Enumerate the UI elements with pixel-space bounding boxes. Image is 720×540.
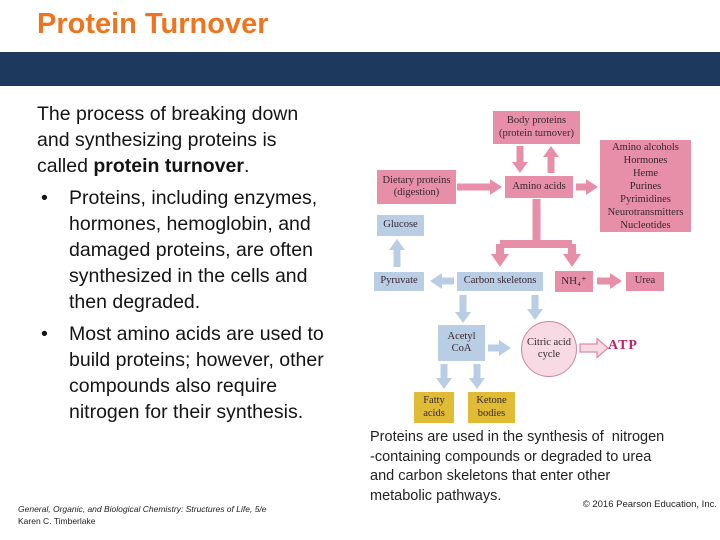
node-label: Nucleotides <box>620 219 671 231</box>
slide-footer: General, Organic, and Biological Chemist… <box>18 503 267 527</box>
arrow-pyruvate-to-glucose-icon <box>389 239 405 267</box>
intro-text-post: . <box>243 155 250 177</box>
node-atp: ATP <box>608 338 638 353</box>
node-label: (protein turnover) <box>499 127 574 139</box>
copyright-notice: © 2016 Pearson Education, Inc. <box>582 499 717 510</box>
bullet-text-1: Proteins, including enzymes, hormones, h… <box>69 187 318 313</box>
node-label: Urea <box>634 275 656 287</box>
node-pyruvate: Pyruvate <box>374 272 424 291</box>
body-text-block: The process of breaking down and synthes… <box>37 101 369 425</box>
header-accent-bar <box>0 52 720 86</box>
node-amino-acids: Amino acids <box>505 176 573 198</box>
node-label: Glucose <box>383 219 418 231</box>
arrow-acetyl-coa-to-ketone-bodies-icon <box>469 364 485 389</box>
bullet-icon: • <box>41 323 48 345</box>
bullet-text-2: Most amino acids are used to build prote… <box>69 323 324 423</box>
node-urea: Urea <box>626 272 664 291</box>
node-label: Fatty <box>423 395 445 406</box>
node-dietary-proteins: Dietary proteins (digestion) <box>377 170 456 204</box>
node-label: CoA <box>451 343 472 354</box>
arrow-acetyl-coa-to-citric-cycle-icon <box>488 340 511 356</box>
arrow-dietary-to-amino-acids-icon <box>457 179 502 195</box>
arrow-carbon-skeletons-to-citric-cycle-icon <box>527 295 543 320</box>
arrow-amino-acids-branch-icon <box>491 199 581 267</box>
node-acetyl-coa: Acetyl CoA <box>438 325 485 361</box>
node-ammonium: NH₄⁺ <box>555 271 593 292</box>
node-label: bodies <box>477 407 506 419</box>
node-label: Acetyl <box>447 330 476 342</box>
node-label: Pyruvate <box>380 275 418 287</box>
intro-paragraph: The process of breaking down and synthes… <box>37 101 369 179</box>
node-carbon-skeletons: Carbon skeletons <box>457 272 543 291</box>
arrow-ammonium-to-urea-icon <box>597 273 622 289</box>
node-label: Dietary proteins <box>382 174 451 186</box>
node-label: Body proteins <box>506 115 567 126</box>
node-nitrogen-products: Amino alcohols Hormones Heme Purines Pyr… <box>600 140 691 232</box>
node-label: (digestion) <box>393 187 440 198</box>
arrow-amino-acids-to-nitrogen-products-icon <box>576 179 598 195</box>
author-name: Karen C. Timberlake <box>18 516 96 526</box>
arrow-citric-cycle-to-atp-icon <box>579 337 609 359</box>
node-label: Neurotransmitters <box>607 206 684 218</box>
node-label: acids <box>423 407 445 419</box>
arrow-carbon-skeletons-to-pyruvate-icon <box>430 273 454 289</box>
node-label: Carbon skeletons <box>463 275 537 287</box>
arrow-acetyl-coa-to-fatty-acids-icon <box>436 364 452 389</box>
node-label: ATP <box>608 338 638 353</box>
node-label: Pyrimidines <box>620 193 671 205</box>
node-ketone-bodies: Ketone bodies <box>468 392 515 423</box>
node-label: Heme <box>632 167 659 179</box>
bullet-icon: • <box>41 187 48 209</box>
arrow-amino-acids-to-body-proteins-icon <box>543 146 559 173</box>
node-label: Amino acids <box>512 180 566 192</box>
book-title: General, Organic, and Biological Chemist… <box>18 504 267 514</box>
node-label: Citric acid <box>526 336 572 348</box>
node-body-proteins: Body proteins (protein turnover) <box>493 111 580 144</box>
intro-text-pre: The process of breaking down and synthes… <box>37 103 299 177</box>
page-title: Protein Turnover <box>37 8 269 40</box>
node-label: Purines <box>629 180 662 192</box>
intro-bold-term: protein turnover <box>93 155 244 177</box>
arrow-carbon-skeletons-to-acetyl-coa-icon <box>455 295 471 323</box>
bullet-item-2: • Most amino acids are used to build pro… <box>37 321 369 425</box>
bullet-item-1: • Proteins, including enzymes, hormones,… <box>37 185 369 315</box>
figure-caption: Proteins are used in the synthesis of ni… <box>370 429 665 504</box>
node-glucose: Glucose <box>377 215 424 236</box>
node-label: Ketone <box>476 395 507 406</box>
node-label: Amino alcohols <box>612 141 679 153</box>
node-label: Hormones <box>623 154 668 166</box>
node-label: NH₄⁺ <box>561 275 587 288</box>
node-label: cycle <box>537 349 561 360</box>
arrow-body-proteins-to-amino-acids-icon <box>512 146 528 173</box>
node-fatty-acids: Fatty acids <box>414 392 454 423</box>
node-citric-acid-cycle: Citric acid cycle <box>521 321 577 377</box>
